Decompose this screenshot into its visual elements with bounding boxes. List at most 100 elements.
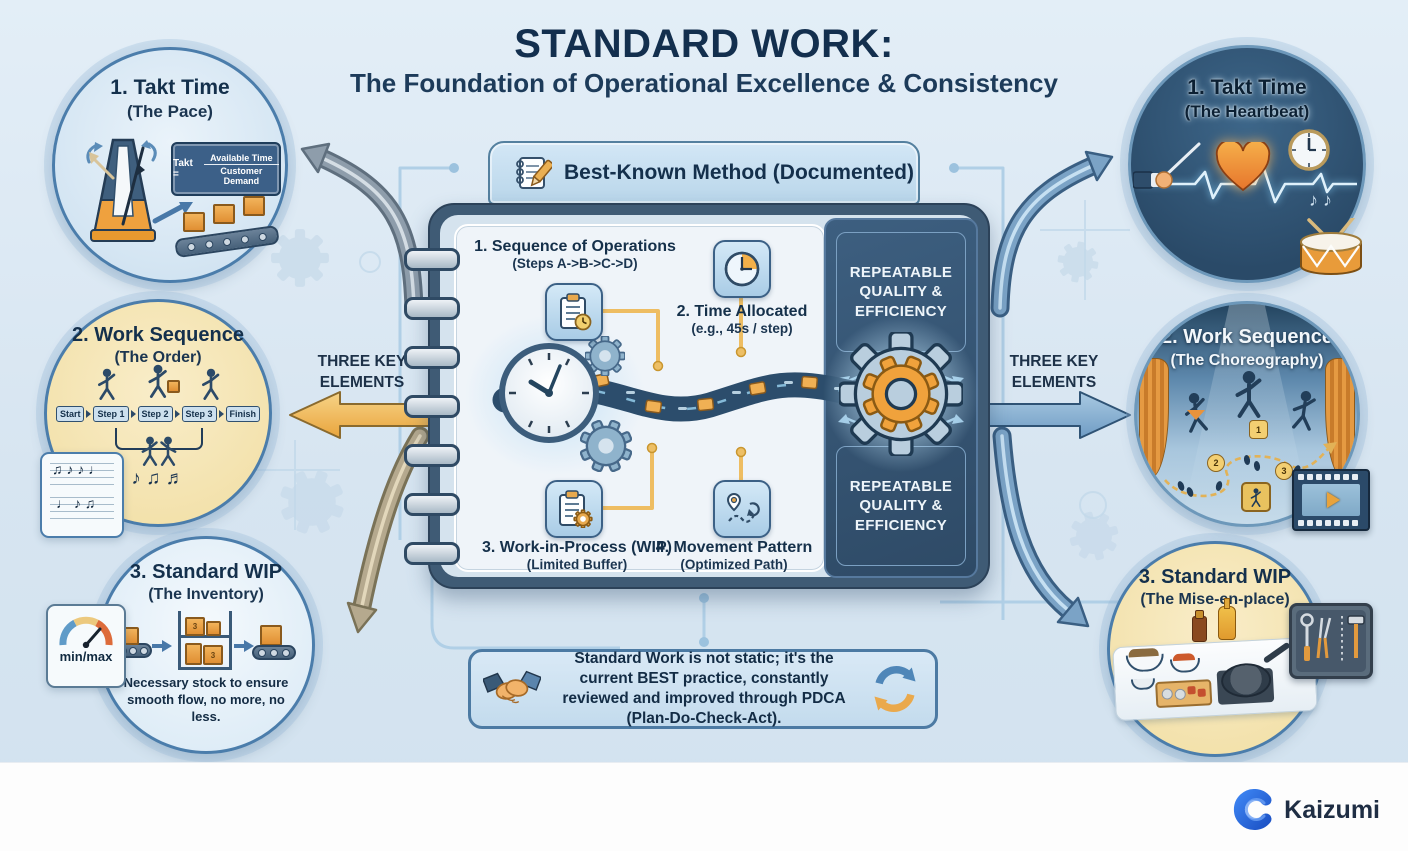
best-known-method-banner: Best-Known Method (Documented) [488, 141, 920, 205]
drum-icon [1300, 218, 1362, 275]
takt-pace-title: 1. Takt Time [110, 76, 230, 99]
clock-icon [1288, 129, 1330, 171]
tools-icon [1300, 613, 1365, 662]
dancer-figure-icon [1290, 388, 1317, 431]
pose-tile [1241, 482, 1271, 512]
formula-denominator: Customer Demand [220, 165, 263, 186]
repeatable-label-bottom: REPEATABLE QUALITY & EFFICIENCY [849, 477, 953, 534]
rack-box-label: 3 [192, 622, 198, 631]
work-choreography-subtitle: (The Choreography) [1170, 352, 1324, 369]
quarter-clock-icon [724, 251, 760, 287]
pose-figure-icon [1250, 487, 1261, 507]
flow-step: Start [55, 406, 85, 422]
element-2-subtitle: (e.g., 45s / step) [691, 321, 793, 336]
page-subtitle: The Foundation of Operational Excellence… [350, 68, 1058, 98]
footer-strip: Kaizumi [0, 762, 1408, 851]
wip-mise-title: 3. Standard WIP [1138, 566, 1292, 588]
ekg-line-icon [1137, 164, 1357, 204]
box-on-belt [243, 196, 265, 216]
element-4-text: 4. Movement Pattern (Optimized Path) [650, 539, 818, 572]
stage-curtain-right [1325, 358, 1355, 478]
wip-inventory-title: 3. Standard WIP [129, 561, 283, 583]
time-clock-tile [713, 240, 771, 298]
pan-handle [1262, 641, 1291, 664]
dancer-figure-icon [1235, 370, 1262, 418]
sauce-bottle-icon [1192, 616, 1207, 642]
element-4-title: 4. Movement Pattern [655, 539, 813, 556]
handshake-icon [483, 670, 541, 704]
worker-figure-icon [202, 368, 220, 400]
arrow-to-takt-heartbeat [990, 150, 1114, 318]
gauge-icon [59, 616, 113, 648]
worker-figure-icon [98, 368, 116, 400]
staff-notes-bottom: ♩ ♪ ♫ [56, 495, 96, 511]
food-heap [1128, 647, 1159, 658]
kaizumi-logo-icon [1234, 789, 1272, 830]
three-key-elements-left: THREE KEY ELEMENTS [317, 353, 407, 391]
flow-arrow-icon [234, 640, 254, 652]
tool-shadow-board [1289, 603, 1373, 679]
spice-heap [1172, 653, 1195, 662]
bottle-tip [1224, 598, 1230, 609]
brand-name: Kaizumi [1284, 795, 1380, 824]
circle-work-choreography: 2. Work Sequence (The Choreography) 1 2 … [1134, 301, 1360, 527]
rack-box-label: 3 [210, 650, 216, 660]
spiral-ring [404, 493, 460, 516]
work-order-title: 2. Work Sequence [72, 324, 244, 346]
handshake-figures-icon [160, 436, 177, 466]
arrow-to-wip-mise [992, 426, 1090, 628]
element-4-subtitle: (Optimized Path) [680, 557, 788, 572]
repeatable-frame-top: REPEATABLE QUALITY & EFFICIENCY [836, 232, 966, 352]
brand-lockup: Kaizumi [1233, 789, 1380, 831]
arrow-to-takt-pace [300, 142, 424, 320]
spiral-ring [404, 297, 460, 320]
work-order-subtitle: (The Order) [114, 349, 202, 366]
formula-numerator: Available Time [203, 153, 279, 165]
squeeze-bottle-icon [1218, 606, 1236, 640]
takt-heartbeat-title: 1. Takt Time [1187, 76, 1307, 99]
master-clock-icon [499, 343, 599, 443]
min-max-gauge-card: min/max [46, 604, 126, 688]
cutting-board-icon [1155, 679, 1213, 709]
play-icon [1326, 492, 1340, 508]
sequence-badge-2: 2 [1207, 454, 1225, 472]
spiral-ring [404, 346, 460, 369]
badge-number: 3 [1281, 466, 1287, 476]
carried-box [167, 380, 180, 393]
wip-caption: Necessary stock to ensure smooth flow, n… [123, 675, 289, 724]
notepad-pencil-icon [516, 157, 552, 189]
spiral-ring [404, 248, 460, 271]
small-gear-icon [580, 420, 632, 472]
conductor-hand-icon [1133, 142, 1201, 189]
music-sheet-card: ♫ ♪ ♪ ♩ ♩ ♪ ♫ [40, 452, 124, 538]
spiral-ring [404, 542, 460, 565]
takt-pace-subtitle: (The Pace) [127, 102, 213, 121]
outflow-conveyor [252, 645, 296, 660]
pace-arrow-icon [152, 202, 193, 224]
flow-loop-connector [115, 428, 203, 450]
flow-step: Step 2 [137, 406, 173, 422]
pdca-note-text: Standard Work is not static; it's the cu… [562, 650, 846, 727]
storage-rack: 3 3 [178, 611, 232, 670]
pdca-cycle-icon [874, 666, 916, 712]
element-2-text: 2. Time Allocated (e.g., 45s / step) [660, 303, 824, 336]
flow-step: Step 3 [181, 406, 217, 422]
gauge-label: min/max [59, 649, 113, 664]
film-sprockets-top [1298, 474, 1364, 480]
element-1-subtitle: (Steps A->B->C->D) [512, 256, 638, 271]
flow-step: Finish [225, 406, 261, 422]
circle-wip-mise: 3. Standard WIP (The Mise-en-place) [1107, 541, 1323, 757]
banner-label: Best-Known Method (Documented) [564, 161, 914, 184]
main-gear-icon [839, 332, 963, 456]
element-3-title: 3. Work-in-Process (WIP) [482, 539, 672, 556]
small-gear-icon [585, 336, 625, 376]
clipboard-gear-icon [559, 490, 593, 528]
music-notes: ♪ ♫ ♬ [131, 468, 185, 489]
film-frame [1302, 484, 1360, 516]
box-on-belt [213, 204, 235, 224]
wip-mise-subtitle: (The Mise-en-place) [1140, 591, 1290, 608]
three-key-elements-right: THREE KEY ELEMENTS [1009, 353, 1099, 391]
pdca-note-box: Standard Work is not static; it's the cu… [468, 649, 938, 729]
movement-route-tile [713, 480, 771, 538]
